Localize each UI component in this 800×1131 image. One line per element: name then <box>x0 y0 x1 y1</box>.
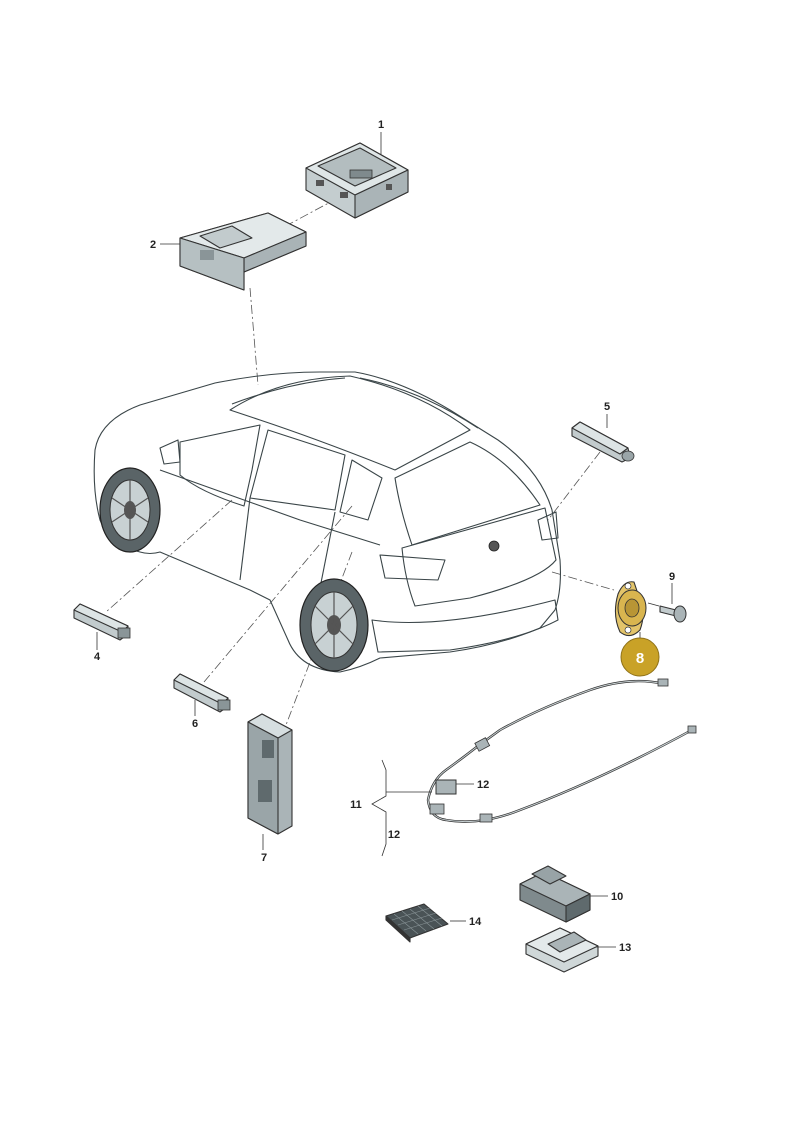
callout-10: 10 <box>611 891 623 903</box>
part-1-control-unit <box>305 142 409 219</box>
callout-leaders <box>96 132 673 948</box>
part-6-antenna <box>173 673 231 713</box>
callout-8[interactable]: 8 <box>636 650 644 667</box>
callout-6: 6 <box>192 718 198 730</box>
rear-wheel <box>299 578 369 672</box>
callout-2: 2 <box>150 239 156 251</box>
callout-8-highlight[interactable]: 8 <box>620 637 660 677</box>
part-2-bracket <box>179 212 307 291</box>
vehicle-illustration <box>93 371 561 673</box>
callout-9: 9 <box>669 571 675 583</box>
part-10-unit <box>519 865 591 923</box>
callout-7: 7 <box>261 852 267 864</box>
front-wheel <box>99 467 161 553</box>
callout-11: 11 <box>350 799 362 811</box>
part-8-sensor <box>614 581 647 637</box>
callout-1: 1 <box>378 119 384 131</box>
callout-8-badge[interactable] <box>620 637 660 677</box>
callout-13: 13 <box>619 942 631 954</box>
part-7-control-module <box>247 713 293 835</box>
part-4-antenna <box>73 603 131 641</box>
part-14-pad <box>385 903 449 943</box>
part-11-wiring-harness <box>426 678 697 823</box>
part-13-cover <box>525 927 599 973</box>
callout-12-harness: 12 <box>477 779 489 791</box>
callout-4: 4 <box>94 651 101 663</box>
part-9-screw <box>647 602 687 623</box>
callout-labels: 1 2 4 5 6 7 9 10 11 12 12 13 14 <box>94 119 675 954</box>
callout-5: 5 <box>604 401 610 413</box>
part-5-antenna <box>571 421 635 463</box>
callout-12-brace: 12 <box>388 829 400 841</box>
callout-14: 14 <box>469 916 482 928</box>
